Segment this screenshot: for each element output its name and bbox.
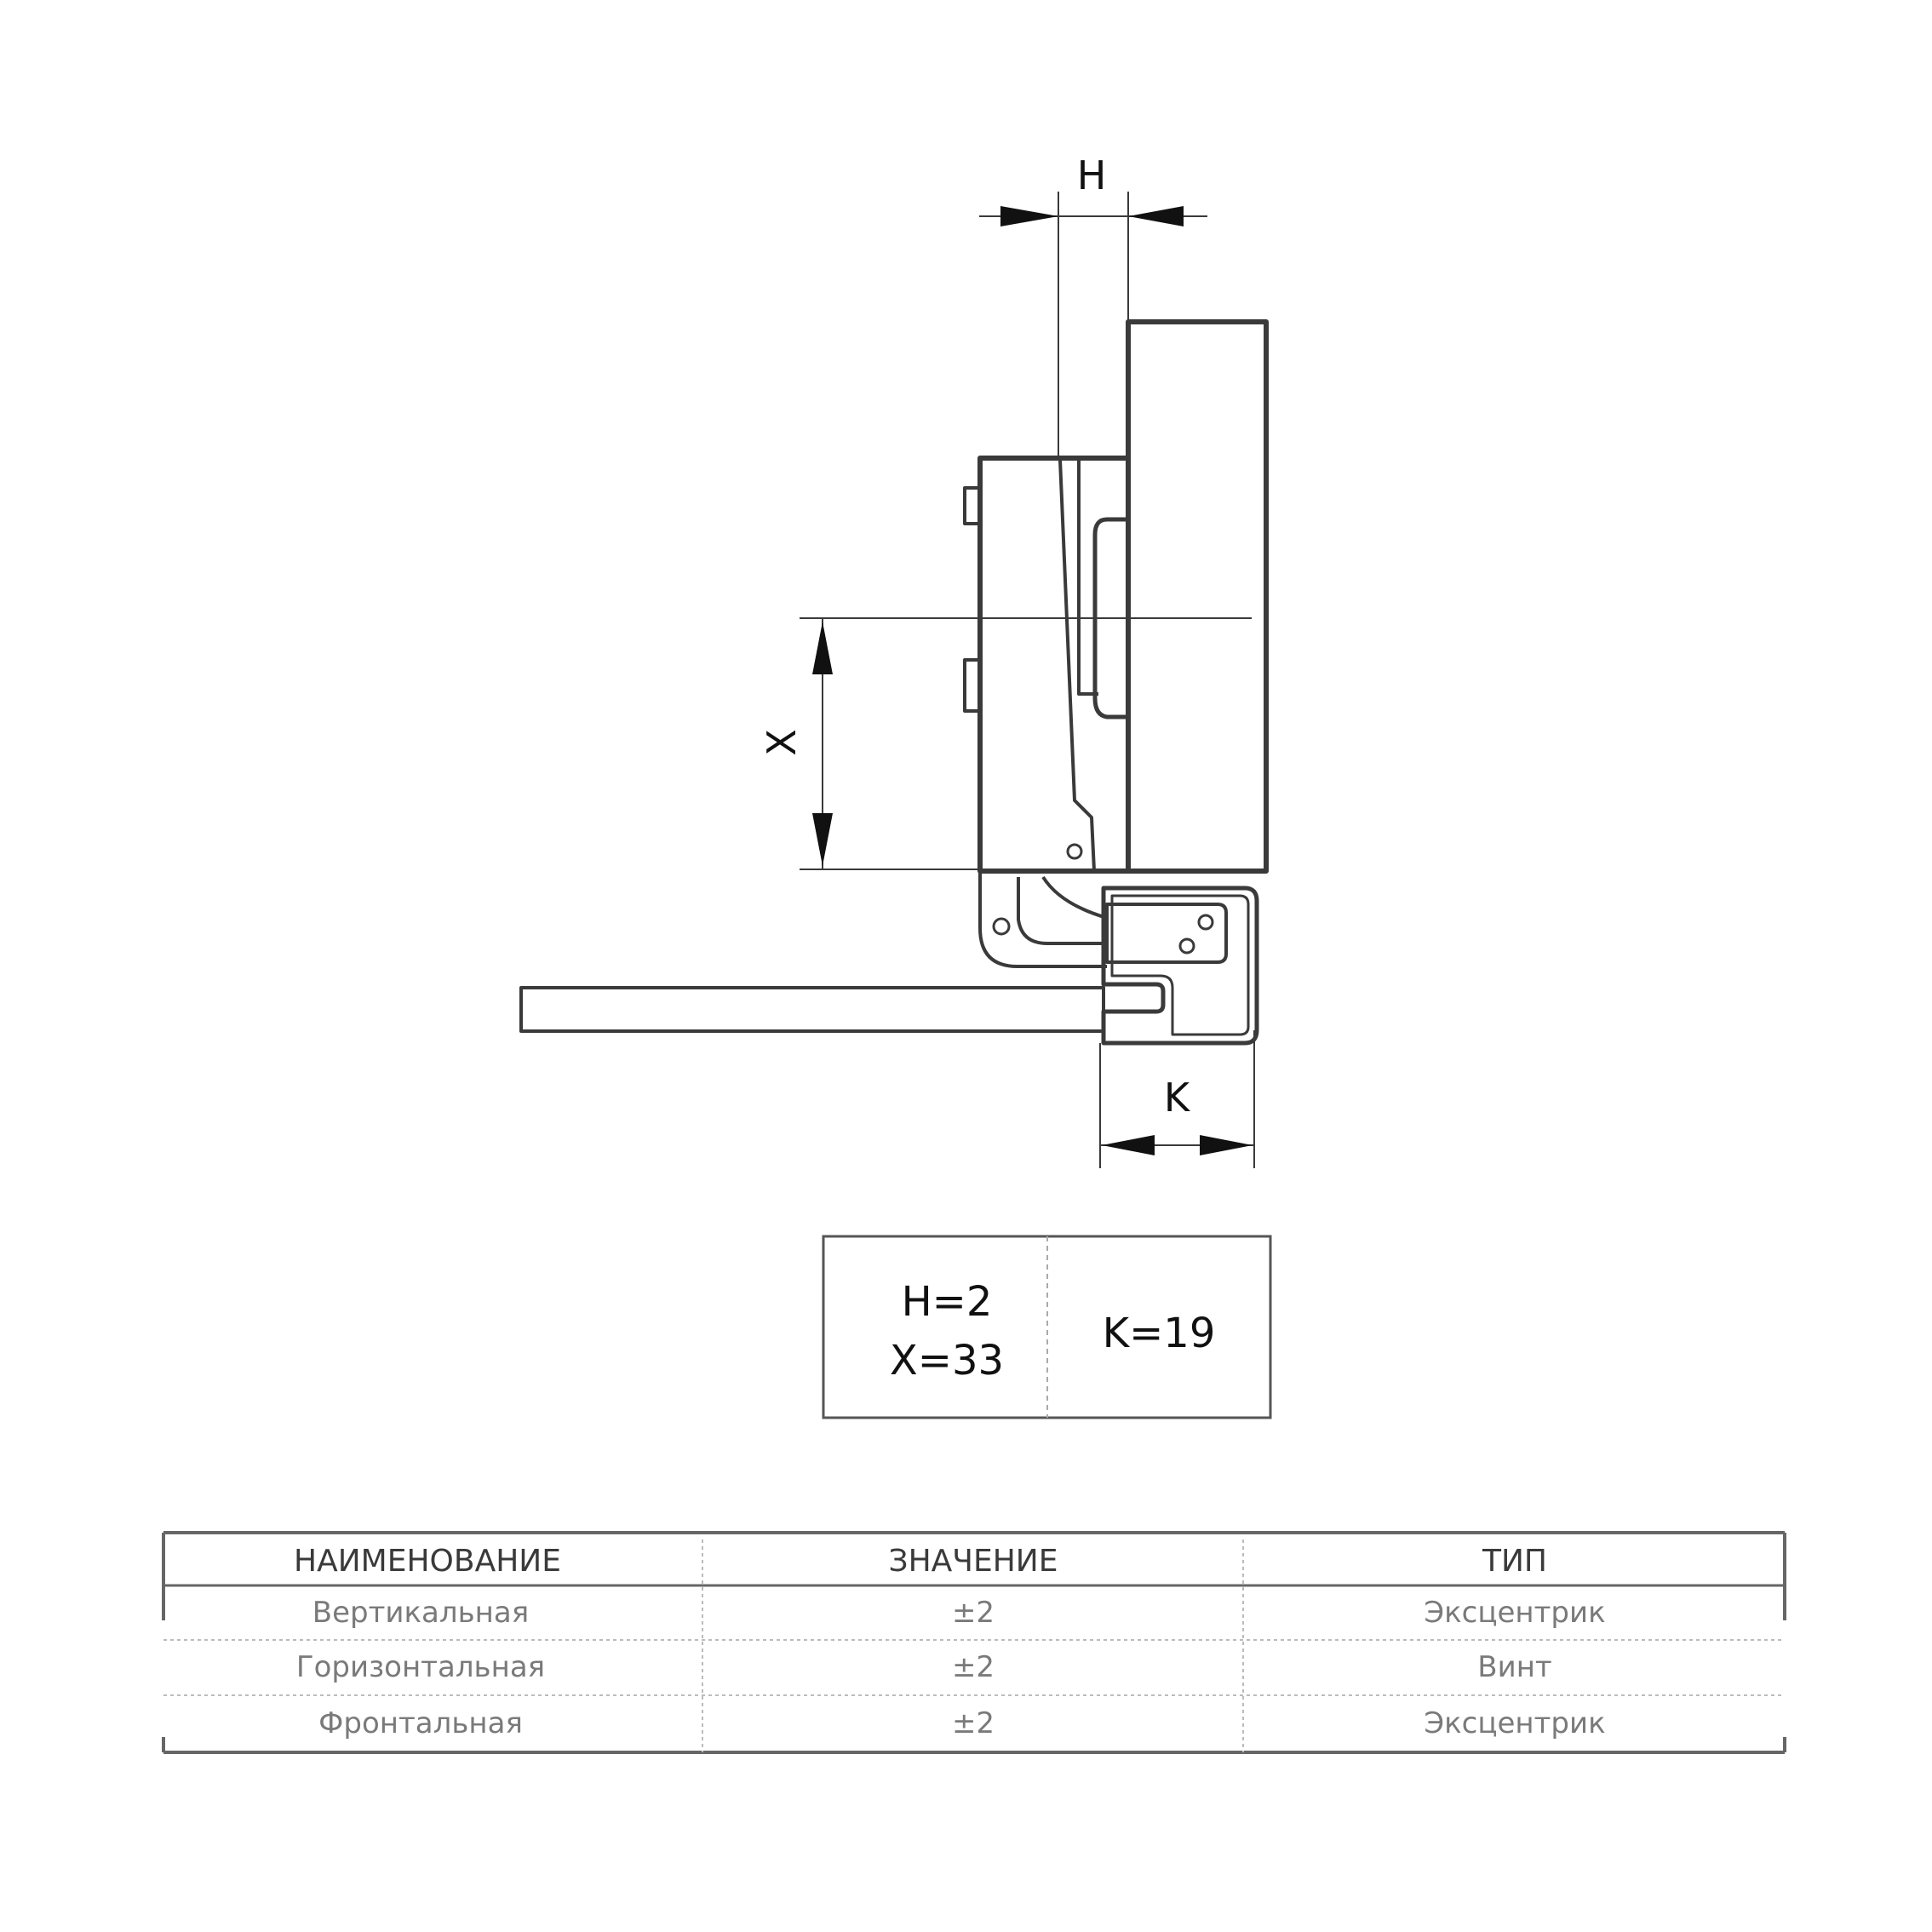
value-h: H=2 — [902, 1278, 993, 1326]
table-cell: ±2 — [952, 1596, 995, 1630]
mounting-plate-outer — [1101, 886, 1259, 1046]
cup-pin-top — [963, 486, 982, 525]
dim-x-arrow-bottom — [812, 813, 833, 866]
door-panel — [1126, 319, 1269, 874]
dim-k-arrow-right — [1200, 1135, 1253, 1155]
dim-k-label: K — [1164, 1075, 1191, 1121]
table-cell: ±2 — [952, 1650, 995, 1684]
linkage-arm — [978, 871, 1107, 968]
table-cell: Эксцентрик — [1424, 1596, 1605, 1630]
dim-x: X — [759, 617, 1252, 870]
adjuster-block — [1105, 903, 1228, 964]
dim-x-arrow-top — [812, 622, 833, 674]
dim-h-arrow-left — [1000, 206, 1058, 226]
dim-k-arrow-left — [1102, 1135, 1155, 1155]
cabinet-side — [519, 986, 1105, 1033]
linkage-pivot — [992, 917, 1011, 936]
values-box: H=2 X=33 K=19 — [822, 1235, 1272, 1419]
cup-flange — [1092, 517, 1128, 719]
dim-x-label: X — [759, 729, 805, 756]
hinge-arm-inner — [1077, 460, 1098, 696]
adjust-screw-2 — [1178, 937, 1195, 955]
table-header-name: НАИМЕНОВАНИЕ — [294, 1544, 561, 1579]
value-x: X=33 — [890, 1337, 1004, 1385]
linkage-arm-inner — [1017, 877, 1107, 945]
table-cell: Эксцентрик — [1424, 1706, 1605, 1740]
table-cell: Фронтальная — [318, 1706, 523, 1740]
dim-h-label: H — [1077, 152, 1107, 198]
hinge-drawing — [519, 319, 1269, 1046]
table-cell: Вертикальная — [312, 1596, 529, 1630]
dim-h: H — [979, 152, 1207, 458]
dim-h-arrow-right — [1128, 206, 1184, 226]
dim-k: K — [1099, 1030, 1255, 1168]
adjust-table: НАИМЕНОВАНИЕ ЗНАЧЕНИЕ ТИП Вертикальная ±… — [162, 1531, 1786, 1754]
table-cell: Винт — [1477, 1650, 1551, 1684]
adjust-screw-1 — [1197, 914, 1214, 931]
table-header-type: ТИП — [1482, 1544, 1547, 1579]
value-k: K=19 — [1103, 1310, 1216, 1357]
table-cell: ±2 — [952, 1706, 995, 1740]
linkage-joint — [1041, 875, 1108, 920]
cup-pin-bottom — [963, 658, 982, 713]
arm-pivot — [1066, 843, 1083, 860]
hinge-arm — [1058, 459, 1096, 872]
mounting-plate-inner — [1110, 894, 1250, 1036]
table-header-value: ЗНАЧЕНИЕ — [889, 1544, 1058, 1579]
table-cell: Горизонтальная — [296, 1650, 545, 1684]
